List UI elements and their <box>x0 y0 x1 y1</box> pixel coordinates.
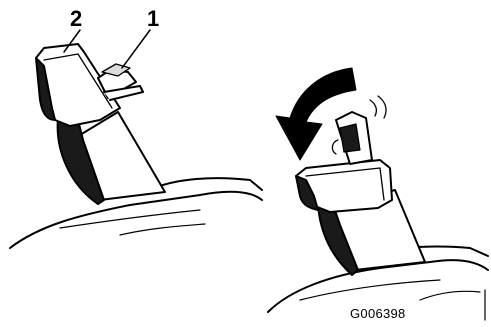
right-handle-inner <box>305 167 385 201</box>
left-post-shadow <box>56 117 105 205</box>
left-ground-detail <box>119 223 206 236</box>
right-lever-detail <box>331 139 339 155</box>
motion-mark-2 <box>377 95 387 119</box>
motion-mark-1 <box>369 99 377 117</box>
left-ground-ledge <box>149 177 263 191</box>
left-handle-dark-edge <box>35 57 56 121</box>
leader-line-2 <box>63 29 81 53</box>
left-ground-contour <box>9 190 263 249</box>
callout-number-2: 2 <box>70 6 83 31</box>
left-handle-bracket <box>35 43 121 127</box>
left-lever-arm <box>103 85 144 101</box>
rotation-arrow <box>275 67 357 161</box>
leader-line-1 <box>121 29 151 69</box>
right-ground-detail <box>419 290 481 301</box>
figure-id-label: G006398 <box>350 306 406 321</box>
left-panel-illustration <box>9 29 263 249</box>
right-ground-contour <box>267 259 489 313</box>
callout-number-1: 1 <box>147 6 160 31</box>
right-post-shadow <box>317 204 359 276</box>
right-panel-illustration <box>267 67 489 321</box>
left-ground-inner <box>59 209 201 229</box>
right-ground-inner <box>299 279 441 301</box>
left-handle-inner <box>43 53 113 109</box>
right-handle-dark-edge <box>295 175 319 211</box>
right-lever-grip <box>339 123 361 153</box>
